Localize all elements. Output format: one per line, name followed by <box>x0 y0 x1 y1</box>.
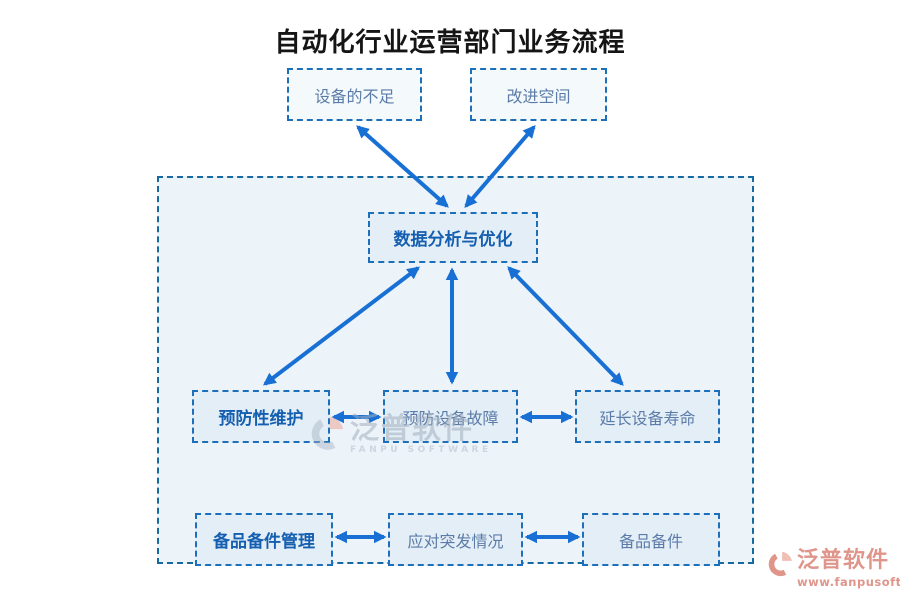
fanpu-logo-icon <box>768 551 792 577</box>
watermark-url: www.fanpusoft.com <box>797 575 900 589</box>
node-extend-life: 延长设备寿命 <box>575 390 720 443</box>
node-spare-parts-mgmt: 备品备件管理 <box>195 513 333 566</box>
node-spare-parts: 备品备件 <box>582 513 720 566</box>
watermark-brand-text: 泛普软件 <box>797 548 890 573</box>
page-title: 自动化行业运营部门业务流程 <box>274 28 626 58</box>
watermark-corner: 泛普软件 www.fanpusoft.com <box>766 548 900 589</box>
node-data-analysis: 数据分析与优化 <box>368 212 538 263</box>
node-preventive-maintenance: 预防性维护 <box>192 390 330 443</box>
node-device-deficiency: 设备的不足 <box>287 68 422 121</box>
node-prevent-failure: 预防设备故障 <box>383 390 518 443</box>
node-handle-emergency: 应对突发情况 <box>388 513 523 566</box>
node-improvement-space: 改进空间 <box>470 68 607 121</box>
